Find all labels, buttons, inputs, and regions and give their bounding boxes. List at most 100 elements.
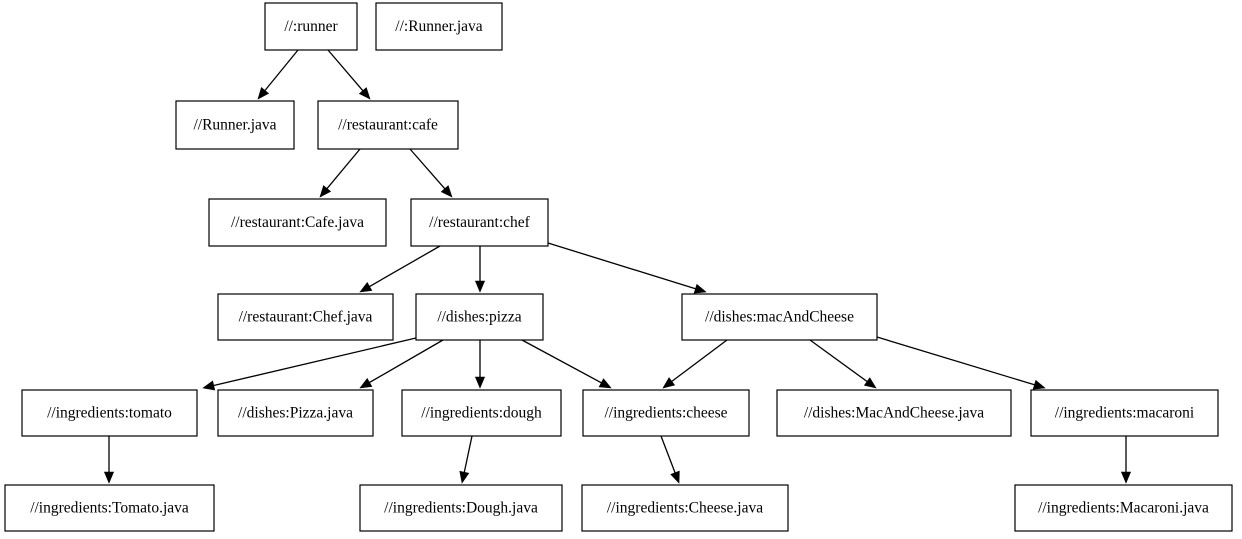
graph-node-ing_dough[interactable]: //ingredients:dough <box>401 389 562 437</box>
graph-node-tomato_java[interactable]: //ingredients:Tomato.java <box>4 484 215 532</box>
node-box[interactable] <box>317 100 459 150</box>
node-box[interactable] <box>217 389 374 437</box>
edge-line <box>327 49 364 92</box>
graph-node-runner[interactable]: //:runner <box>264 2 358 51</box>
graph-edge <box>359 245 441 293</box>
node-box[interactable] <box>581 484 789 532</box>
node-box[interactable] <box>208 198 387 247</box>
edge-line <box>463 435 473 473</box>
node-box[interactable] <box>410 198 549 247</box>
graph-node-macaroni_java[interactable]: //ingredients:Macaroni.java <box>1014 484 1233 532</box>
edge-arrowhead-icon <box>662 377 676 389</box>
graph-node-ing_macaroni[interactable]: //ingredients:macaroni <box>1030 389 1219 437</box>
graph-node-ing_cheese[interactable]: //ingredients:cheese <box>582 389 750 437</box>
graph-node-restaurant_chef[interactable]: //restaurant:chef <box>410 198 549 247</box>
edge-line <box>409 148 446 190</box>
edge-arrowhead-icon <box>1032 379 1046 390</box>
node-label: //ingredients:Macaroni.java <box>1038 500 1209 517</box>
edge-line <box>369 339 444 384</box>
node-label: //ingredients:Dough.java <box>384 500 538 517</box>
graph-edge <box>409 148 453 198</box>
node-box[interactable] <box>401 389 562 437</box>
node-label: //Runner.java <box>193 117 276 134</box>
edge-line <box>809 339 868 383</box>
node-label: //dishes:pizza <box>437 309 521 326</box>
edge-arrowhead-icon <box>202 380 216 391</box>
node-box[interactable] <box>1030 389 1219 437</box>
graph-node-dishes_pizza[interactable]: //dishes:pizza <box>415 293 544 341</box>
edge-line <box>876 336 1035 386</box>
graph-edge <box>1120 436 1132 484</box>
edge-line <box>264 49 299 91</box>
node-label: //restaurant:cafe <box>338 117 438 134</box>
graph-edge <box>809 339 877 389</box>
edge-arrowhead-icon <box>670 470 680 484</box>
node-label: //:runner <box>284 18 338 35</box>
graph-edge <box>319 148 361 198</box>
edge-arrowhead-icon <box>440 185 453 198</box>
graph-node-chef_java[interactable]: //restaurant:Chef.java <box>217 293 394 341</box>
node-box[interactable] <box>359 484 563 532</box>
edge-arrowhead-icon <box>474 376 486 389</box>
node-box[interactable] <box>264 2 358 51</box>
graph-edge <box>327 49 371 100</box>
edge-arrowhead-icon <box>693 283 707 294</box>
edge-arrowhead-icon <box>598 378 612 389</box>
edge-line <box>521 339 602 384</box>
node-label: //dishes:Pizza.java <box>238 405 353 422</box>
edge-arrowhead-icon <box>358 87 371 100</box>
node-box[interactable] <box>776 389 1012 437</box>
graph-edge <box>103 436 115 484</box>
node-box[interactable] <box>4 484 215 532</box>
nodes-layer: //:runner //:Runner.java //Runner.java //re… <box>4 2 1233 532</box>
edge-line <box>660 435 676 473</box>
node-box[interactable] <box>415 293 544 341</box>
node-box[interactable] <box>21 389 198 437</box>
graph-node-runner_java[interactable]: //Runner.java <box>175 100 295 150</box>
node-box[interactable] <box>1014 484 1233 532</box>
edge-arrowhead-icon <box>863 377 877 389</box>
graph-node-root_runner_java[interactable]: //:Runner.java <box>375 2 503 51</box>
node-box[interactable] <box>582 389 750 437</box>
node-box[interactable] <box>375 2 503 51</box>
graph-edge <box>359 339 444 389</box>
edges-layer <box>103 49 1132 484</box>
edge-arrowhead-icon <box>359 281 373 293</box>
node-label: //restaurant:Chef.java <box>239 309 373 326</box>
graph-node-ing_tomato[interactable]: //ingredients:tomato <box>21 389 198 437</box>
node-box[interactable] <box>175 100 295 150</box>
graph-node-dough_java[interactable]: //ingredients:Dough.java <box>359 484 563 532</box>
edge-arrowhead-icon <box>1120 471 1132 484</box>
graph-edge <box>257 49 299 100</box>
edge-arrowhead-icon <box>103 471 115 484</box>
node-label: //ingredients:Tomato.java <box>30 500 189 517</box>
node-label: //restaurant:Cafe.java <box>231 214 364 231</box>
graph-node-restaurant_cafe[interactable]: //restaurant:cafe <box>317 100 459 150</box>
edge-arrowhead-icon <box>474 280 486 293</box>
node-box[interactable] <box>217 293 394 341</box>
edge-arrowhead-icon <box>359 377 373 389</box>
edge-line <box>326 148 361 189</box>
graph-node-dishes_mac[interactable]: //dishes:macAndCheese <box>681 293 878 341</box>
graph-node-mac_java[interactable]: //dishes:MacAndCheese.java <box>776 389 1012 437</box>
node-box[interactable] <box>681 293 878 341</box>
graph-node-cafe_java[interactable]: //restaurant:Cafe.java <box>208 198 387 247</box>
graph-edge <box>202 337 417 391</box>
node-label: //:Runner.java <box>395 18 483 35</box>
edge-line <box>671 339 728 382</box>
node-label: //dishes:MacAndCheese.java <box>804 405 984 422</box>
graph-edge <box>876 336 1046 390</box>
node-label: //dishes:macAndCheese <box>705 309 854 326</box>
node-label: //ingredients:cheese <box>604 405 727 422</box>
graph-edge <box>459 435 473 484</box>
graph-node-cheese_java[interactable]: //ingredients:Cheese.java <box>581 484 789 532</box>
edge-arrowhead-icon <box>459 470 470 484</box>
graph-edge <box>474 340 486 389</box>
graph-edge <box>474 246 486 293</box>
graph-edge <box>521 339 612 389</box>
graph-node-pizza_java[interactable]: //dishes:Pizza.java <box>217 389 374 437</box>
node-label: //ingredients:Cheese.java <box>607 500 763 517</box>
graph-edge <box>660 435 680 484</box>
